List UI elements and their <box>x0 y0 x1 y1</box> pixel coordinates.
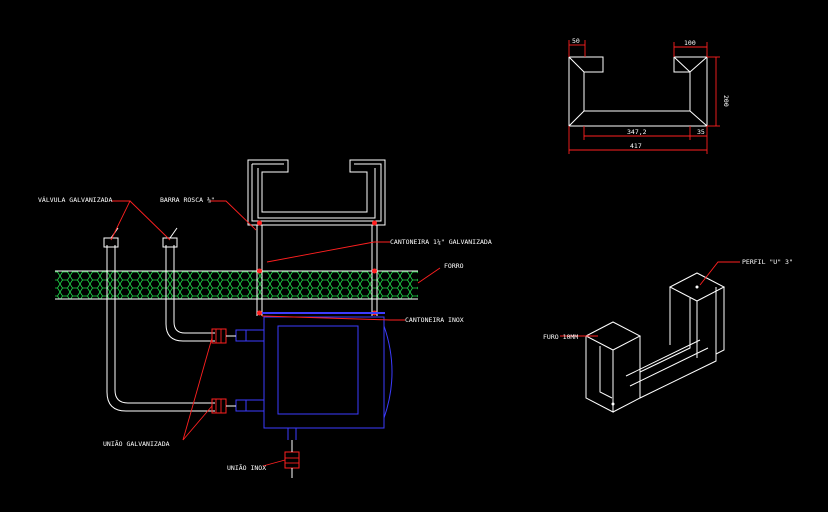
equipment-unit <box>246 312 393 440</box>
dim-100: 100 <box>684 39 696 47</box>
label-perfil: PERFIL "U" 3" <box>742 258 793 266</box>
label-furo: FURO 10MM <box>543 333 578 341</box>
leader-lines <box>110 200 441 467</box>
dim-417: 417 <box>630 142 642 150</box>
dim-35: 35 <box>697 128 705 136</box>
galvanized-unions <box>211 328 247 414</box>
stainless-union <box>284 440 300 478</box>
forro-insulation-band <box>55 270 418 300</box>
u-profile-isometric <box>560 261 740 413</box>
galvanized-piping <box>103 227 215 412</box>
label-uniao-inox: UNIÃO INOX <box>227 463 266 472</box>
threaded-rods <box>256 220 378 316</box>
dim-347: 347,2 <box>627 128 647 136</box>
support-profile-section <box>247 159 386 226</box>
label-forro: FORRO <box>444 262 464 270</box>
label-cantoneira-galv: CANTONEIRA 1¼" GALVANIZADA <box>390 238 492 246</box>
label-cantoneira-inox: CANTONEIRA INOX <box>405 316 464 324</box>
dim-50: 50 <box>572 37 580 45</box>
label-uniao-galv: UNIÃO GALVANIZADA <box>103 439 170 448</box>
u-profile-dimension-view <box>568 40 720 154</box>
label-valvula: VÁLVULA GALVANIZADA <box>38 195 112 204</box>
dim-200: 200 <box>722 95 730 107</box>
label-barra-rosca: BARRA ROSCA ⅜" <box>160 195 215 204</box>
